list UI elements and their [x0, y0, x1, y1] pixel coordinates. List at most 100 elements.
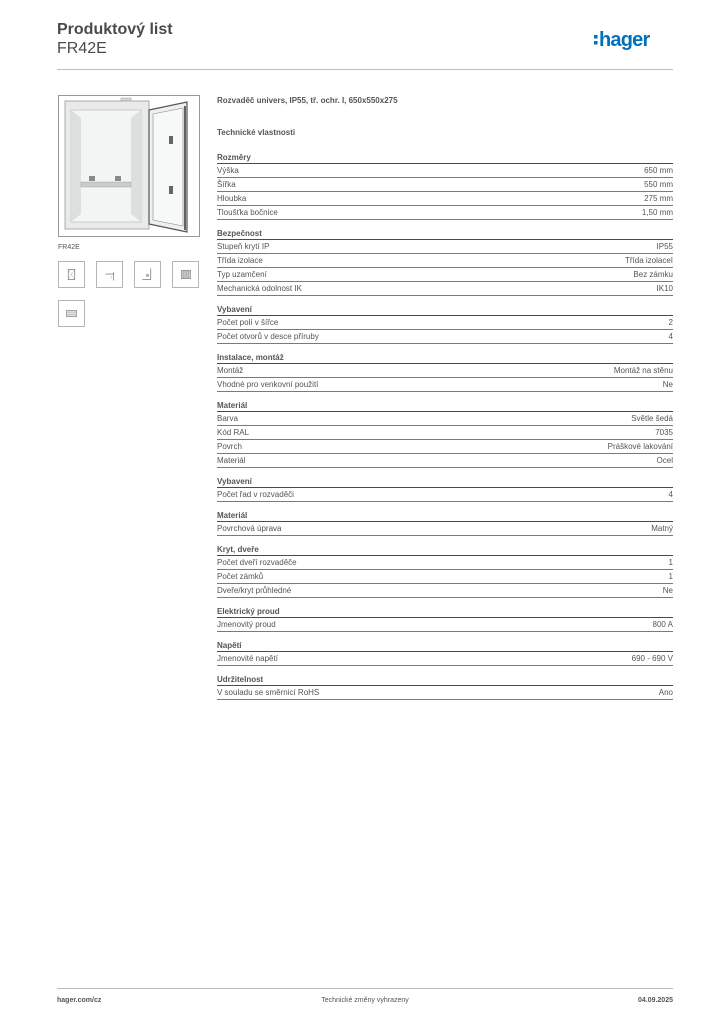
section-title: Udržitelnost	[217, 674, 673, 686]
spec-value: 275 mm	[644, 194, 673, 203]
spec-value: Matný	[651, 524, 673, 533]
spec-value: Ano	[658, 688, 673, 697]
spec-label: Třída izolace	[217, 256, 263, 265]
section-title: Vybavení	[217, 304, 673, 316]
specifications: Rozvaděč univers, IP55, tř. ochr. I, 650…	[217, 96, 673, 708]
spec-label: Povrchová úprava	[217, 524, 282, 533]
section-title: Rozměry	[217, 152, 673, 164]
spec-row: Stupeň krytí IP IP55	[217, 240, 673, 254]
spec-row: Jmenovité napětí 690 - 690 V	[217, 652, 673, 666]
spec-value: 650 mm	[644, 166, 673, 175]
spec-row: Typ uzamčení Bez zámku	[217, 268, 673, 282]
spec-row: Povrchová úprava Matný	[217, 522, 673, 536]
spec-value: 550 mm	[644, 180, 673, 189]
spec-label: Počet dveří rozvaděče	[217, 558, 297, 567]
product-code: FR42E	[57, 40, 107, 57]
spec-label: Počet řad v rozvaděči	[217, 490, 294, 499]
spec-label: Počet zámků	[217, 572, 264, 581]
spec-value: 1	[668, 572, 673, 581]
spec-value: Světle šedá	[631, 414, 673, 423]
footer-notice: Technické změny vyhrazeny	[321, 997, 409, 1004]
spec-label: Jmenovitý proud	[217, 620, 276, 629]
spec-value: 690 - 690 V	[631, 654, 673, 663]
spec-label: Šířka	[217, 180, 236, 189]
rail-view-icon	[181, 270, 191, 279]
page-header: Produktový list FR42E hager	[57, 20, 673, 68]
spec-value: IP55	[656, 242, 673, 251]
page-footer: hager.com/cz Technické změny vyhrazeny 0…	[57, 997, 673, 1009]
interior-view-icon	[66, 309, 77, 318]
spec-label: Kód RAL	[217, 428, 250, 437]
spec-label: Stupeň krytí IP	[217, 242, 270, 251]
spec-value: 1,50 mm	[641, 208, 673, 217]
spec-row: Výška 650 mm	[217, 164, 673, 178]
spec-value: Práškové lakování	[607, 442, 673, 451]
header-divider	[57, 69, 673, 70]
spec-row: Počet řad v rozvaděči 4	[217, 488, 673, 502]
spec-label: Vhodné pro venkovní použití	[217, 380, 319, 389]
section-title: Materiál	[217, 510, 673, 522]
spec-value: 2	[668, 318, 673, 327]
spec-row: Jmenovitý proud 800 A	[217, 618, 673, 632]
footer-website[interactable]: hager.com/cz	[57, 997, 102, 1004]
thumbnail-mounting[interactable]	[134, 261, 161, 288]
section-title: Materiál	[217, 400, 673, 412]
spec-row: Kód RAL 7035	[217, 426, 673, 440]
hager-logo: hager	[594, 29, 651, 51]
thumbnail-interior[interactable]	[58, 300, 85, 327]
spec-label: Dveře/kryt průhledné	[217, 586, 292, 595]
spec-value: 7035	[655, 428, 673, 437]
thumbnail-front[interactable]	[58, 261, 85, 288]
section-title: Instalace, montáž	[217, 352, 673, 364]
spec-value: Ne	[662, 586, 673, 595]
footer-date: 04.09.2025	[637, 997, 673, 1004]
spec-label: Typ uzamčení	[217, 270, 267, 279]
section-title: Napětí	[217, 640, 673, 652]
spec-row: Vhodné pro venkovní použití Ne	[217, 378, 673, 392]
image-caption: FR42E	[58, 244, 80, 251]
thumbnail-rail[interactable]	[172, 261, 199, 288]
spec-value: IK10	[656, 284, 673, 293]
spec-value: Montáž na stěnu	[613, 366, 673, 375]
spec-value: Ne	[662, 380, 673, 389]
brand-name: hager	[599, 29, 650, 51]
spec-value: Bez zámku	[633, 270, 673, 279]
product-image[interactable]	[58, 95, 200, 237]
spec-row: Třída izolace Třída izolaceI	[217, 254, 673, 268]
spec-label: Počet polí v šířce	[217, 318, 279, 327]
spec-row: Povrch Práškové lakování	[217, 440, 673, 454]
section-title: Bezpečnost	[217, 228, 673, 240]
spec-section: Udržitelnost V souladu se směrnicí RoHS An…	[217, 674, 673, 700]
product-description: Rozvaděč univers, IP55, tř. ochr. I, 650…	[217, 96, 398, 105]
spec-label: Počet otvorů v desce příruby	[217, 332, 319, 341]
mounting-view-icon	[142, 268, 152, 280]
spec-row: Počet polí v šířce 2	[217, 316, 673, 330]
spec-label: Jmenovité napětí	[217, 654, 278, 663]
spec-row: Šířka 550 mm	[217, 178, 673, 192]
thumbnail-side[interactable]	[96, 261, 123, 288]
spec-label: V souladu se směrnicí RoHS	[217, 688, 320, 697]
spec-label: Výška	[217, 166, 239, 175]
footer-divider	[57, 988, 673, 989]
spec-value: Třída izolaceI	[624, 256, 673, 265]
spec-value: 800 A	[652, 620, 673, 629]
spec-row: V souladu se směrnicí RoHS Ano	[217, 686, 673, 700]
spec-value: 4	[668, 490, 673, 499]
spec-label: Povrch	[217, 442, 242, 451]
